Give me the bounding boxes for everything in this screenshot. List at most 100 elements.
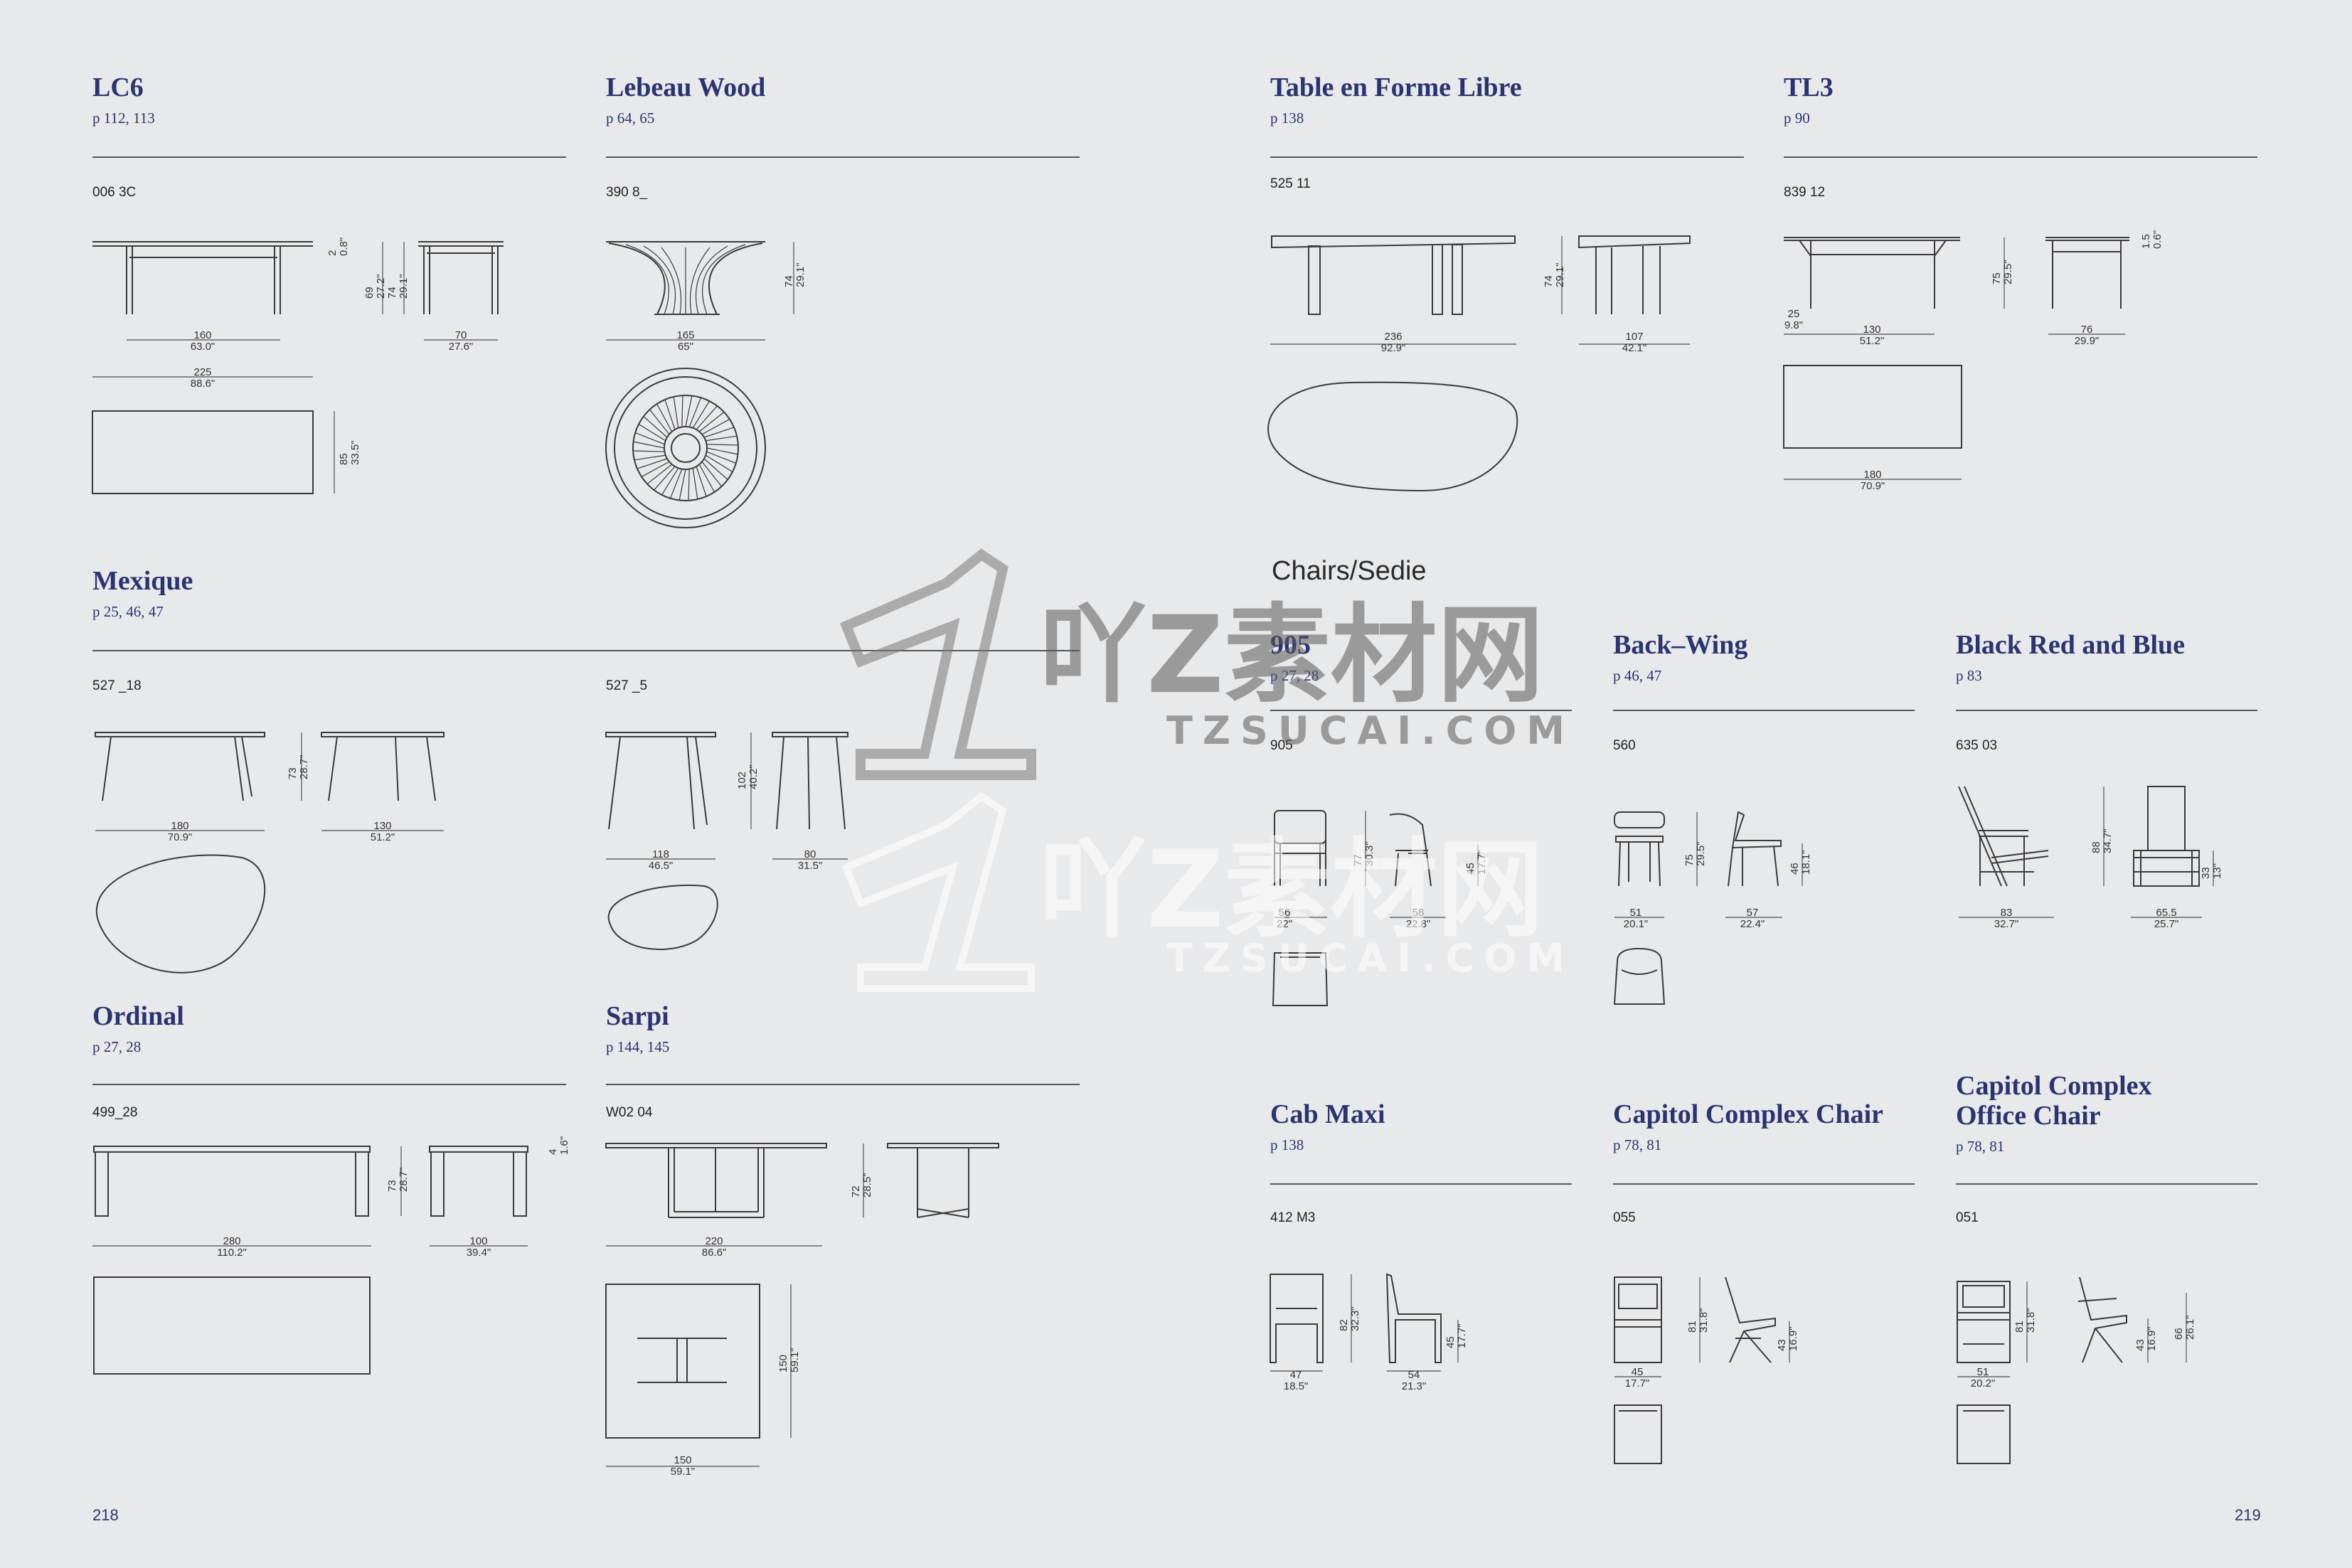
page-reference: p 138 [1270,1136,1304,1153]
product-code: 527 _18 [92,678,142,693]
page-reference: p 78, 81 [1956,1138,2005,1155]
watermark-brand: 吖Z素材网 [1040,594,1544,718]
divider [1270,156,1744,158]
divider [1956,710,2257,711]
base-spoke [705,454,733,472]
page-reference: p 138 [1270,110,1304,127]
divider [92,156,566,158]
base-spoke [685,395,693,427]
product-title-line-2: Office Chair [1956,1101,2101,1131]
watermark-domain: TZSUCAI.COM [1166,708,1575,753]
page-reference: p 78, 81 [1613,1136,1662,1153]
base-spoke [646,464,673,485]
divider [1270,710,1572,711]
product-code: W02 04 [606,1105,653,1120]
section-chair-905: 905 p 27, 28 [1270,630,1319,685]
section-capitol-complex-chair: Capitol Complex Chair p 78, 81 [1613,1099,1883,1154]
section-back-wing: Back–Wing p 46, 47 [1613,630,1747,685]
base-spoke [643,416,668,438]
section-tl3: TL3 p 90 [1784,73,1834,127]
watermark-domain-faint: TZSUCAI.COM [1166,936,1575,981]
base-spoke [649,409,670,435]
product-code: 051 [1956,1210,1979,1225]
base-spoke [669,469,683,499]
page-reference: p 46, 47 [1613,667,1662,684]
product-code: 560 [1613,738,1636,753]
product-title: Table en Forme Libre [1270,73,1522,102]
product-title: Back–Wing [1613,630,1748,660]
base-spoke [641,461,670,477]
base-spoke [688,397,702,427]
page-reference: p 25, 46, 47 [92,603,164,620]
page-reference: p 27, 28 [1270,667,1319,684]
base-spoke [688,469,690,501]
product-code: 527 _5 [606,678,648,693]
base-spoke [698,464,715,493]
product-code: 055 [1613,1210,1636,1225]
base-spoke [661,467,679,496]
page-reference: p 144, 145 [606,1038,670,1055]
product-title: Lebeau Wood [606,73,766,102]
section-lebeau-wood: Lebeau Wood p 64, 65 [606,73,765,127]
product-title: Cab Maxi [1270,1099,1385,1129]
base-spoke [634,454,666,461]
product-title: Ordinal [92,1001,184,1031]
base-spoke [638,424,666,442]
divider [1613,710,1915,711]
base-spoke [664,399,676,430]
base-spoke [679,469,686,501]
section-lc6: LC6 p 112, 113 [92,73,155,127]
base-spoke [696,405,718,430]
base-spoke [701,419,730,435]
section-ordinal: Ordinal p 27, 28 [92,1001,184,1056]
base-spoke [634,432,665,445]
page-reference: p 90 [1784,110,1810,127]
page-reference: p 83 [1956,667,1982,684]
base-spoke [681,395,683,427]
base-spoke [633,441,665,449]
base-spoke [706,444,738,446]
base-spoke [696,466,707,497]
product-code: 006 3C [92,185,137,200]
base-spoke [656,403,673,432]
watermark-brand-faint: 吖Z素材网 [1040,828,1544,952]
product-title: Black Red and Blue [1956,630,2186,660]
base-spoke [701,461,723,487]
divider [1270,1183,1572,1185]
base-spoke [703,427,735,438]
product-code: 390 8_ [606,185,648,200]
base-spoke [706,451,737,464]
divider [606,156,1080,158]
product-title: 905 [1270,630,1311,660]
divider [606,1084,1080,1085]
page-number: 219 [2235,1506,2261,1524]
page-reference: p 112, 113 [92,110,155,127]
